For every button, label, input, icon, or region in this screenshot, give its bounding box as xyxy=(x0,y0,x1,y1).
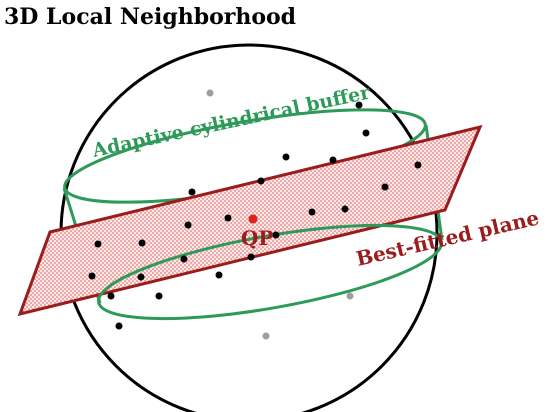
inlier-point xyxy=(329,156,337,164)
inlier-point xyxy=(414,161,422,169)
inlier-point xyxy=(257,177,265,185)
inlier-point xyxy=(155,292,163,300)
inlier-point xyxy=(138,239,146,247)
diagram-title: 3D Local Neighborhood xyxy=(4,4,296,30)
outlier-point xyxy=(206,89,214,97)
inlier-point xyxy=(282,153,290,161)
query-point xyxy=(248,214,258,224)
inlier-point xyxy=(107,292,115,300)
inlier-point xyxy=(88,272,96,280)
inlier-point xyxy=(137,273,145,281)
inlier-point xyxy=(355,101,363,109)
outlier-point xyxy=(346,292,354,300)
cylinder-label: Adaptive cylindrical buffer xyxy=(89,81,373,162)
inlier-point xyxy=(362,129,370,137)
inlier-point xyxy=(180,255,188,263)
inlier-point xyxy=(115,322,123,330)
inlier-point xyxy=(215,271,223,279)
outlier-point xyxy=(262,332,270,340)
query-point-label: QP xyxy=(241,226,273,250)
inlier-point xyxy=(247,253,255,261)
inlier-point xyxy=(272,231,280,239)
inlier-point xyxy=(381,183,389,191)
inlier-point xyxy=(224,214,232,222)
cylinder-bottom-ellipse xyxy=(97,223,443,321)
inlier-point xyxy=(308,208,316,216)
inlier-point xyxy=(341,205,349,213)
inlier-point xyxy=(94,240,102,248)
inlier-point xyxy=(188,188,196,196)
inlier-point xyxy=(184,221,192,229)
